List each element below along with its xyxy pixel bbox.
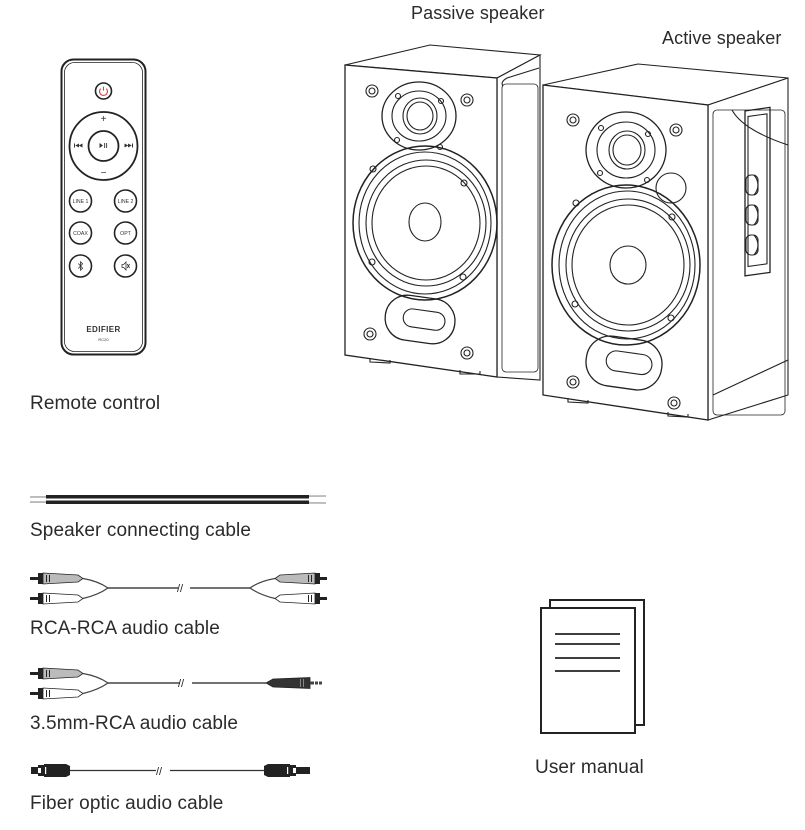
mm35-rca-cable-label: 3.5mm-RCA audio cable [30, 713, 239, 734]
screw-hole [365, 84, 379, 98]
side-knob [745, 174, 759, 196]
active-speaker-label: Active speaker [662, 28, 782, 48]
remote-power-button[interactable] [94, 82, 113, 100]
tweeter [381, 81, 457, 151]
screw-hole [363, 327, 377, 341]
screw-hole [667, 396, 681, 410]
remote-control-label: Remote control [30, 393, 161, 414]
fiber-cable-illustration: // [31, 764, 310, 778]
previous-track-icon [74, 143, 83, 148]
passive-speaker-label: Passive speaker [411, 3, 545, 23]
opt-button[interactable]: OPT [113, 221, 138, 245]
svg-text:COAX: COAX [73, 231, 88, 237]
remote-model-label: RC20 [98, 337, 109, 342]
passive-speaker-illustration [344, 44, 542, 381]
ir-receiver [655, 172, 687, 204]
bass-port [585, 335, 663, 391]
remote-control: + − LINE 1 [60, 58, 147, 356]
play-pause-button[interactable] [87, 130, 120, 162]
play-pause-icon [99, 143, 108, 148]
line1-button[interactable]: LINE 1 [68, 189, 93, 213]
bluetooth-button[interactable] [68, 254, 93, 278]
toslink-plug [31, 764, 70, 777]
volume-down-button[interactable]: − [101, 168, 107, 179]
line2-button[interactable]: LINE 2 [113, 189, 138, 213]
document-lines-icon [555, 633, 620, 672]
rca-rca-cable-illustration: // [30, 572, 327, 605]
coax-button[interactable]: COAX [68, 221, 93, 245]
side-knob [745, 204, 759, 226]
rca-plug [30, 592, 84, 605]
bass-port [384, 294, 456, 345]
svg-text:LINE 1: LINE 1 [73, 199, 89, 205]
cable-break-symbol: // [177, 583, 184, 595]
side-knob [745, 234, 759, 256]
mute-icon [121, 261, 130, 271]
active-speaker-illustration [542, 63, 789, 421]
rca-plug [30, 687, 84, 700]
woofer [551, 184, 701, 346]
power-icon [98, 86, 109, 96]
rca-rca-cable-label: RCA-RCA audio cable [30, 618, 220, 639]
remote-brand-logo: EDIFIER [86, 325, 120, 334]
rca-plug [30, 572, 84, 585]
rca-plug [274, 572, 327, 585]
volume-up-button[interactable]: + [101, 114, 107, 125]
rca-plug [30, 667, 84, 680]
screw-hole [669, 123, 683, 137]
screw-hole [566, 375, 580, 389]
rca-plug [274, 592, 327, 605]
screw-hole [460, 346, 474, 360]
woofer [352, 145, 498, 301]
next-track-button[interactable] [124, 143, 134, 148]
side-control-panel [744, 106, 771, 277]
screw-hole [566, 113, 580, 127]
toslink-plug [264, 764, 310, 777]
svg-text:LINE 2: LINE 2 [118, 199, 134, 205]
next-track-icon [124, 143, 133, 148]
previous-track-button[interactable] [74, 143, 83, 148]
mini-jack-plug [265, 677, 322, 689]
mute-button[interactable] [113, 254, 138, 278]
fiber-cable-label: Fiber optic audio cable [30, 793, 224, 814]
mm35-rca-cable-illustration: // [30, 667, 322, 700]
speaker-cable-illustration [29, 495, 327, 504]
user-manual-label: User manual [535, 757, 644, 778]
cable-break-symbol: // [178, 678, 185, 690]
user-manual-illustration [540, 599, 645, 734]
svg-text:OPT: OPT [120, 231, 131, 237]
screw-hole [460, 93, 474, 107]
cable-break-symbol: // [156, 766, 163, 778]
speaker-cable-label: Speaker connecting cable [30, 520, 252, 541]
bluetooth-icon [78, 260, 84, 272]
remote-dpad: + − [68, 111, 139, 181]
tweeter [585, 111, 667, 189]
